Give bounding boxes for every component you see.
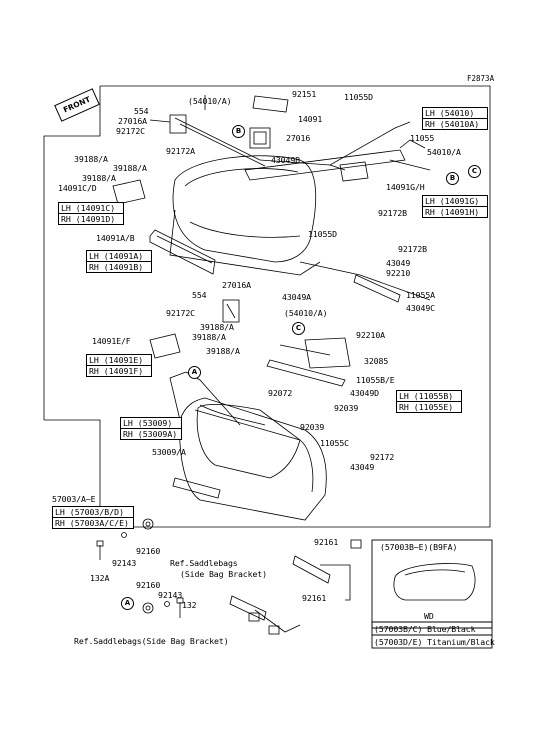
callout-54010a-top: (54010/A) — [188, 96, 232, 106]
ref-saddlebags-2: Ref.Saddlebags(Side Bag Bracket) — [74, 636, 229, 646]
callout-554-mid: 554 — [192, 290, 207, 300]
callout-92172: 92172 — [370, 452, 395, 462]
callout-39188a-2: 39188/A — [113, 163, 147, 173]
lr-box-54010-lh: LH (54010) — [425, 108, 475, 118]
callout-92160-2: 92160 — [136, 580, 161, 590]
callout-39188a-3: 39188/A — [82, 173, 116, 183]
callout-14091ab: 14091A/B — [96, 233, 135, 243]
callout-92161-2: 92161 — [302, 593, 327, 603]
circle-ref-b-top: B — [232, 125, 245, 138]
lr-box-14091a: LH (14091A) RH (14091B) — [86, 250, 152, 273]
lr-box-14091g-rh: RH (14091H) — [423, 206, 487, 217]
callout-43049b: 43049B — [271, 155, 300, 165]
lr-box-14091c-lh: LH (14091C) — [61, 203, 116, 213]
callout-92039-2: 92039 — [300, 422, 325, 432]
lr-box-54010: LH (54010) RH (54010A) — [422, 107, 488, 130]
lr-box-14091e: LH (14091E) RH (14091F) — [86, 354, 152, 377]
callout-11055d-mid: 11055D — [308, 229, 337, 239]
callout-132a: 132A — [90, 573, 110, 583]
callout-27016a-top: 27016A — [118, 116, 147, 126]
callout-14091cd: 14091C/D — [58, 183, 97, 193]
callout-43049-r1: 43049 — [386, 258, 411, 268]
callout-11055a: 11055A — [406, 290, 435, 300]
callout-92172b-mid: 92172B — [378, 208, 407, 218]
callout-14091ef: 14091E/F — [92, 336, 131, 346]
figure-code: F2873A — [467, 74, 495, 83]
callout-554-top: 554 — [134, 106, 149, 116]
callout-92172c-mid: 92172C — [166, 308, 195, 318]
circle-ref-a-mid: A — [188, 366, 201, 379]
lr-box-14091g-lh: LH (14091G) — [425, 196, 480, 206]
callout-54010a-mid: (54010/A) — [284, 308, 328, 318]
callout-92143-1: 92143 — [112, 558, 137, 568]
variant-box-tag: WD — [424, 611, 434, 621]
callout-39188a-1: 39188/A — [74, 154, 108, 164]
circle-ref-c-mid: C — [292, 322, 305, 335]
callout-92172c-top: 92172C — [116, 126, 145, 136]
lr-box-14091c-rh: RH (14091D) — [59, 213, 123, 224]
callout-92172b-right: 92172B — [398, 244, 427, 254]
callout-11055c: 11055C — [320, 438, 349, 448]
callout-11055d-top: 11055D — [344, 92, 373, 102]
lr-box-53009-rh: RH (53009A) — [121, 428, 181, 439]
callout-11055: 11055 — [410, 133, 435, 143]
ref-saddlebags-1-line2: (Side Bag Bracket) — [180, 569, 267, 579]
callout-11055be: 11055B/E — [356, 375, 395, 385]
callout-92172a: 92172A — [166, 146, 195, 156]
callout-92072: 92072 — [268, 388, 293, 398]
lr-box-54010-rh: RH (54010A) — [423, 118, 487, 129]
lr-box-11055b-rh: RH (11055E) — [397, 401, 461, 412]
lr-box-11055b-lh: LH (11055B) — [399, 391, 454, 401]
callout-39188a-5: 39188/A — [192, 332, 226, 342]
callout-14091gh: 14091G/H — [386, 182, 425, 192]
callout-92143-2: 92143 — [158, 590, 183, 600]
ref-saddlebags-1-line1: Ref.Saddlebags — [170, 558, 238, 568]
lr-box-14091g: LH (14091G) RH (14091H) — [422, 195, 488, 218]
callout-54010a-right: 54010/A — [427, 147, 461, 157]
callout-39188a-6: 39188/A — [206, 346, 240, 356]
callout-92210: 92210 — [386, 268, 411, 278]
callout-92039-1: 92039 — [334, 403, 359, 413]
callout-43049a: 43049A — [282, 292, 311, 302]
lr-box-57003-rh: RH (57003A/C/E) — [53, 517, 133, 528]
circle-ref-c-right: C — [468, 165, 481, 178]
lr-box-14091e-rh: RH (14091F) — [87, 365, 151, 376]
variant-box-row-1: (57003B/C) Blue/Black — [374, 624, 476, 634]
circle-ref-a-bottom: A — [121, 597, 134, 610]
lr-box-14091a-lh: LH (14091A) — [89, 251, 144, 261]
lr-box-14091c: LH (14091C) RH (14091D) — [58, 202, 124, 225]
callout-92210a: 92210A — [356, 330, 385, 340]
lr-box-57003-lh: LH (57003/B/D) — [55, 507, 125, 517]
callout-43049-r2: 43049 — [350, 462, 375, 472]
callout-132: 132 — [182, 600, 197, 610]
callout-43049c: 43049C — [406, 303, 435, 313]
lr-box-53009-lh: LH (53009) — [123, 418, 173, 428]
callout-92160-1: 92160 — [136, 546, 161, 556]
callout-57003ae: 57003/A~E — [52, 494, 96, 504]
circle-ref-b-right: B — [446, 172, 459, 185]
callout-92161-1: 92161 — [314, 537, 339, 547]
callout-32085: 32085 — [364, 356, 389, 366]
callout-92151: 92151 — [292, 89, 317, 99]
callout-14091: 14091 — [298, 114, 323, 124]
callout-39188a-4: 39188/A — [200, 322, 234, 332]
callout-43049d: 43049D — [350, 388, 379, 398]
lr-box-14091a-rh: RH (14091B) — [87, 261, 151, 272]
callout-27016a-mid: 27016A — [222, 280, 251, 290]
callout-27016: 27016 — [286, 133, 311, 143]
lr-box-53009: LH (53009) RH (53009A) — [120, 417, 182, 440]
lr-box-11055b: LH (11055B) RH (11055E) — [396, 390, 462, 413]
variant-box-row-2: (57003D/E) Titanium/Black — [374, 637, 495, 647]
callout-53009a: 53009/A — [152, 447, 186, 457]
lr-box-57003: LH (57003/B/D) RH (57003A/C/E) — [52, 506, 134, 529]
variant-box-title: (57003B~E)(B9FA) — [380, 542, 458, 552]
lr-box-14091e-lh: LH (14091E) — [89, 355, 144, 365]
